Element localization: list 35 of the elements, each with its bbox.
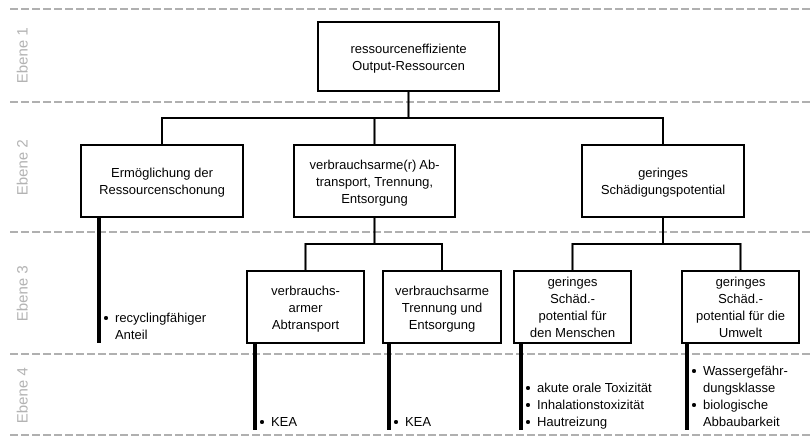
connector-line	[387, 344, 391, 430]
level-label: Ebene 4	[14, 367, 33, 423]
box-text: geringes Schädigungspotential	[600, 164, 726, 198]
connector-line	[662, 218, 742, 270]
bullet-text: Inhalationstoxizität	[537, 396, 644, 413]
bullet-text: biologische Abbaubarkeit	[703, 396, 781, 430]
bullet-text: Hautreizung	[537, 413, 608, 430]
connector-line	[685, 344, 689, 430]
process-box	[513, 270, 632, 344]
box-text: geringes Schäd.- potential für den Menschen	[528, 273, 616, 341]
connector-line	[408, 92, 664, 144]
box-text: verbrauchsarme(r) Ab- transport, Trennung, Entsorgung	[308, 156, 441, 206]
box-text: Ermöglichung der Ressourcenschonung	[98, 164, 226, 198]
connector-line	[253, 344, 257, 430]
bullet-text: recyclingfähiger Anteil	[115, 309, 208, 343]
process-box	[382, 270, 502, 344]
bullet-text: KEA	[405, 413, 432, 430]
level-label: Ebene 3	[14, 265, 33, 321]
process-box	[681, 270, 800, 344]
process-box	[581, 144, 745, 218]
box-text: verbrauchs- armer Abtransport	[270, 282, 341, 332]
process-box	[80, 144, 244, 218]
box-text: geringes Schäd.- potential für die Umwelt	[695, 273, 786, 341]
bullet-text: akute orale Toxizität	[537, 379, 652, 396]
connector-line	[519, 344, 523, 430]
bullet-text: KEA	[271, 413, 298, 430]
level-label: Ebene 2	[14, 139, 33, 195]
box-text: verbrauchsarme Trennung und Entsorgung	[395, 282, 489, 332]
level-label: Ebene 1	[14, 27, 33, 83]
process-box	[317, 21, 500, 92]
process-box	[246, 270, 365, 344]
connector-line	[374, 218, 443, 270]
connector-line	[97, 218, 101, 343]
process-box	[293, 144, 456, 218]
box-text: ressourceneffiziente Output-Ressourcen	[349, 40, 468, 74]
